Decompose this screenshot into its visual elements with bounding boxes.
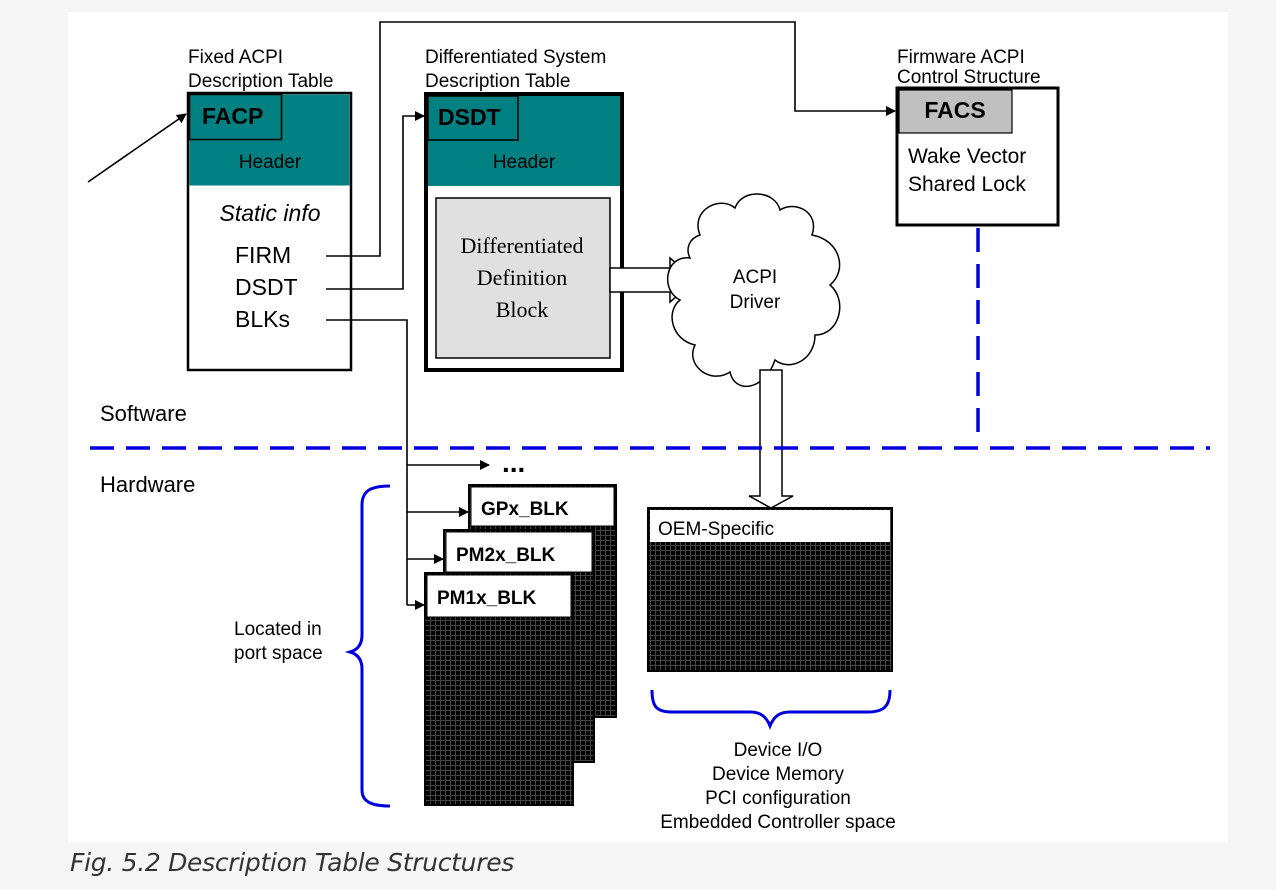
oem-space-line1: Device I/O — [734, 740, 823, 761]
oem-space-line3: PCI configuration — [705, 788, 851, 809]
facp-header-label: Header — [239, 152, 302, 173]
facp-tag: FACP — [202, 103, 263, 129]
acpi-driver-line2: Driver — [730, 292, 781, 313]
located-line2: port space — [234, 643, 323, 664]
facs-wake-vector: Wake Vector — [908, 145, 1026, 168]
dsdt-title-line1: Differentiated System — [425, 47, 606, 68]
dsdt-tag: DSDT — [438, 104, 501, 130]
firm-to-facs-arrow — [326, 21, 896, 257]
gpx-blk-label: GPx_BLK — [481, 499, 569, 520]
oem-specific-label: OEM-Specific — [658, 519, 774, 540]
facs-title-line1: Firmware ACPI — [897, 47, 1025, 68]
dsdt-tag-box — [427, 95, 519, 141]
pm1x-blk-label: PM1x_BLK — [437, 588, 537, 609]
dsdt-header-label: Header — [493, 152, 556, 173]
facp-field-firm: FIRM — [235, 242, 291, 268]
facp-tag-box — [188, 93, 283, 141]
facp-static-info: Static info — [220, 200, 321, 226]
acpi-driver-cloud — [666, 193, 841, 388]
facs-title-line2: Control Structure — [897, 67, 1041, 88]
blocks-ellipsis: ... — [502, 447, 525, 478]
driver-to-oem-arrow — [748, 369, 794, 509]
hardware-label: Hardware — [100, 472, 195, 497]
software-label: Software — [100, 401, 187, 426]
facs-tag: FACS — [924, 97, 985, 123]
blks-pointer-line — [326, 319, 408, 605]
figure-caption: Fig. 5.2 Description Table Structures — [70, 848, 515, 877]
acpi-driver-line1: ACPI — [733, 267, 777, 288]
facp-field-dsdt: DSDT — [235, 274, 298, 300]
definition-block-line3: Block — [496, 297, 549, 322]
dsdt-pointer-arrow — [326, 111, 425, 290]
definition-block-line1: Differentiated — [461, 233, 584, 258]
located-line1: Located in — [234, 619, 322, 640]
facp-title-line1: Fixed ACPI — [188, 47, 283, 68]
facp-field-blks: BLKs — [235, 306, 290, 332]
oem-space-line2: Device Memory — [712, 764, 844, 785]
facs-tag-box — [898, 89, 1013, 134]
pm1x-blk-block: PM1x_BLK — [424, 572, 574, 806]
port-space-brace — [344, 484, 391, 808]
pm2x-blk-label: PM2x_BLK — [456, 545, 556, 566]
oem-specific-header — [650, 510, 890, 542]
definition-block-line2: Definition — [477, 265, 567, 290]
facp-incoming-arrow — [87, 113, 187, 183]
oem-space-brace — [650, 689, 892, 731]
oem-space-line4: Embedded Controller space — [660, 812, 896, 833]
dsdt-title-line2: Description Table — [425, 71, 570, 92]
facs-shared-lock: Shared Lock — [908, 173, 1026, 196]
facp-title-line2: Description Table — [188, 71, 333, 92]
